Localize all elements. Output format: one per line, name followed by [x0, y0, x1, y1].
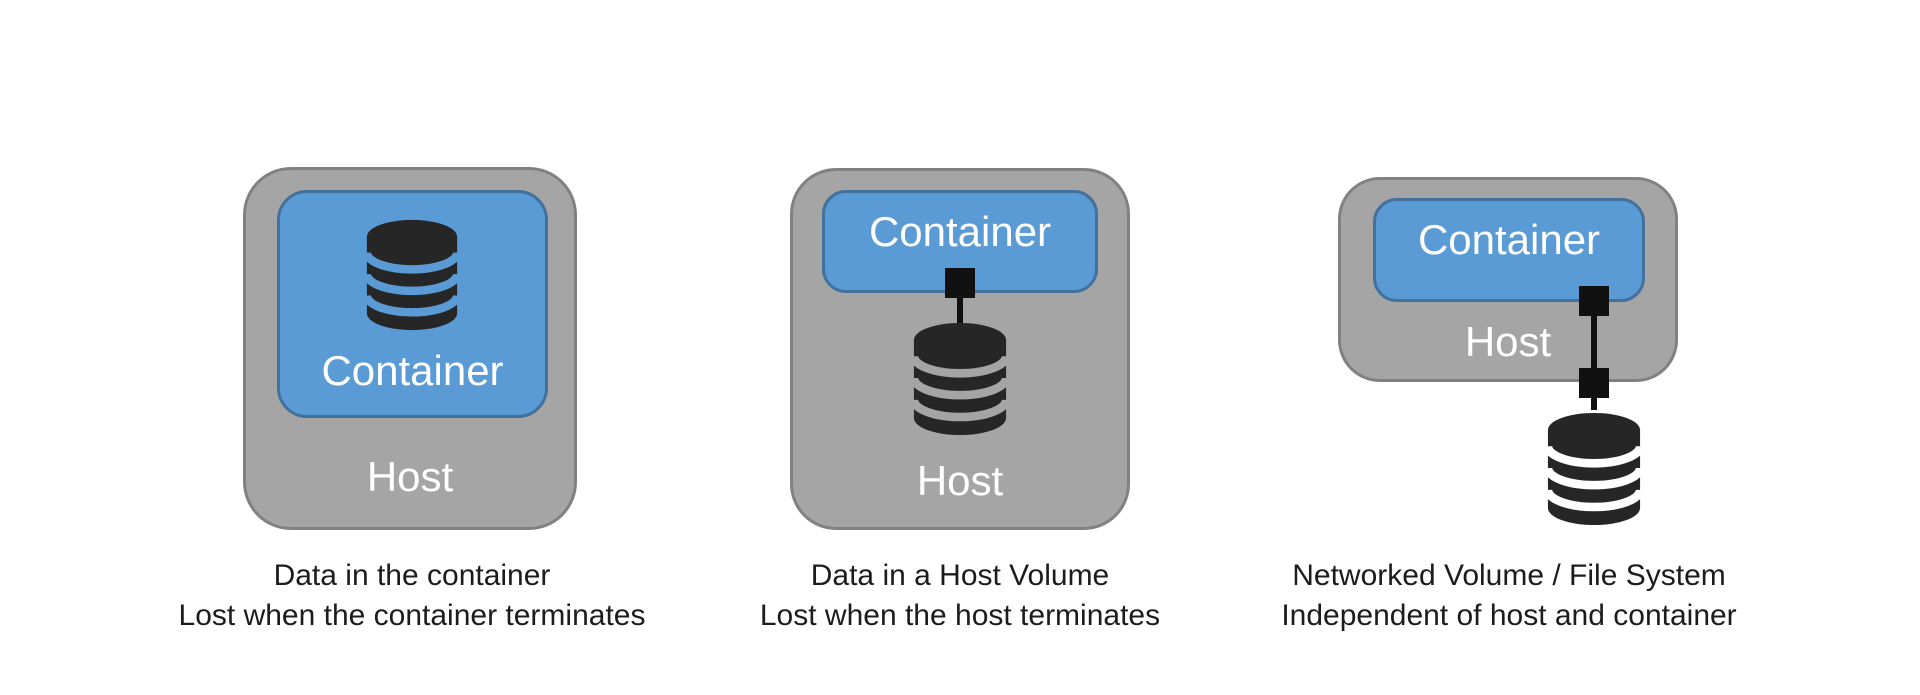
host-label: Host — [366, 453, 454, 500]
volume-mount-connector-icon — [945, 268, 975, 298]
panel-caption: Data in the container Lost when the cont… — [172, 556, 652, 636]
volume-mount-connector-icon — [1579, 286, 1609, 316]
database-cylinder-icon — [912, 322, 1008, 436]
database-cylinder-icon — [1546, 412, 1642, 526]
caption-line-2: Lost when the container terminates — [178, 599, 646, 632]
host-label: Host — [916, 457, 1004, 504]
database-cylinder-icon — [365, 219, 459, 331]
container-label: Container — [321, 347, 504, 394]
container-label: Container — [868, 208, 1052, 255]
panel-caption: Networked Volume / File System Independe… — [1269, 556, 1749, 636]
caption-line-1: Networked Volume / File System — [1292, 559, 1726, 592]
container-label: Container — [1417, 216, 1601, 263]
panel-data-in-container: Container Host Data in the container Los… — [150, 160, 670, 660]
panel-data-in-host-volume: Container Host Data in a Host Volume Los… — [700, 160, 1220, 660]
container-box — [1373, 198, 1645, 302]
host-label: Host — [1464, 318, 1552, 365]
caption-line-2: Lost when the host terminates — [759, 599, 1161, 632]
volume-mount-line — [957, 292, 963, 326]
caption-line-1: Data in the container — [273, 559, 551, 592]
panel-networked-volume: Container Host Networked Volume / File S… — [1248, 160, 1768, 660]
volume-mount-line — [1591, 300, 1597, 410]
volume-mount-connector-icon — [1579, 368, 1609, 398]
caption-line-1: Data in a Host Volume — [810, 559, 1110, 592]
panel-caption: Data in a Host Volume Lost when the host… — [720, 556, 1200, 636]
caption-line-2: Independent of host and container — [1281, 599, 1737, 632]
